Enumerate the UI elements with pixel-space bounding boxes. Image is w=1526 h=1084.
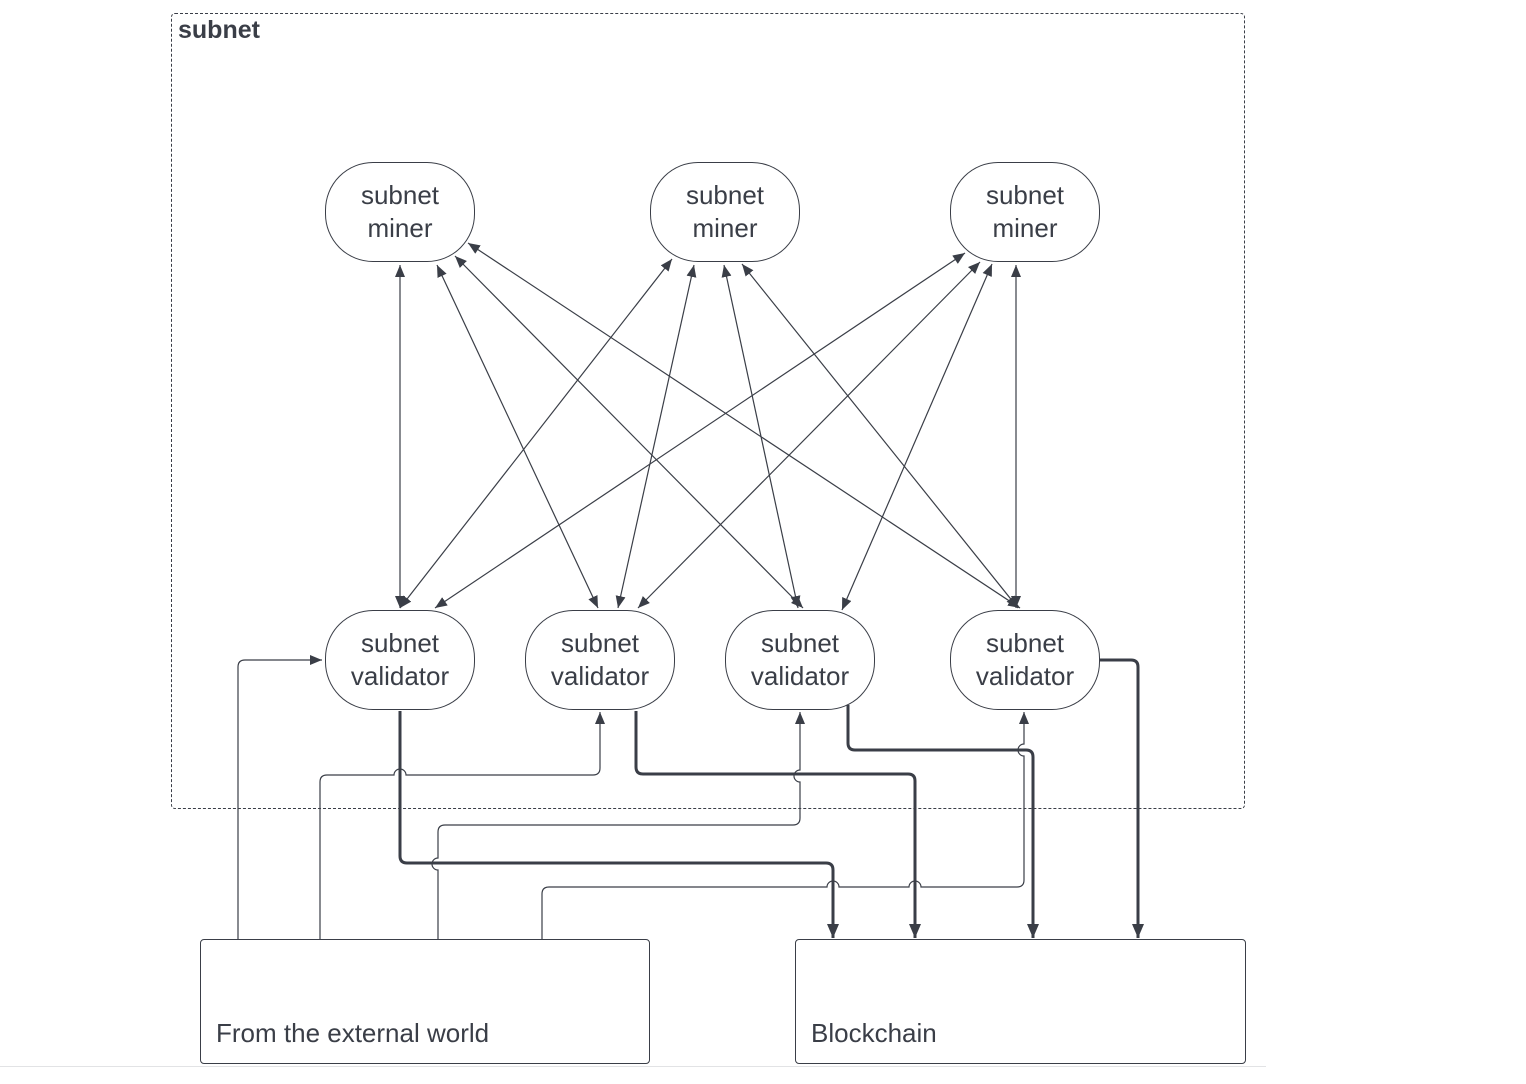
link-m2-v4	[741, 263, 1019, 609]
miner-label-line1: subnet	[685, 180, 765, 210]
external-world-box: From the external world	[200, 939, 650, 1064]
miner-label-line1: subnet	[985, 180, 1065, 210]
validator-label-line1: subnet	[360, 628, 440, 658]
output-validator-1	[398, 711, 839, 938]
validator-label-line2: validator	[750, 661, 850, 691]
validator-label-line2: validator	[975, 661, 1075, 691]
blockchain-label: Blockchain	[811, 1018, 937, 1048]
link-m2-v3	[721, 264, 801, 609]
miner-label-line2: miner	[367, 213, 433, 243]
validator-label-line2: validator	[550, 661, 650, 691]
validator-label-line1: subnet	[760, 628, 840, 658]
link-m1-v4	[467, 242, 1021, 609]
miner-node-2: subnet miner	[650, 162, 800, 262]
miner-node-3: subnet miner	[950, 162, 1100, 262]
input-to-validator-1	[237, 655, 322, 940]
validator-label-line1: subnet	[985, 628, 1065, 658]
bottom-divider	[0, 1066, 1266, 1067]
input-to-validator-4	[541, 712, 1029, 940]
validator-node-3: subnet validator	[725, 610, 875, 710]
validator-node-1: subnet validator	[325, 610, 475, 710]
subnet-title: subnet	[178, 16, 260, 44]
miner-label-line2: miner	[992, 213, 1058, 243]
validator-label-line1: subnet	[560, 628, 640, 658]
output-validator-3	[846, 705, 1039, 938]
miner-label-line2: miner	[692, 213, 758, 243]
link-m3-v3	[841, 263, 993, 611]
external-world-label: From the external world	[216, 1018, 490, 1048]
link-m1-v2	[436, 264, 599, 609]
link-m1-v3	[454, 255, 804, 609]
validator-label-line2: validator	[350, 661, 450, 691]
subnet-boundary	[171, 13, 1245, 809]
miner-node-1: subnet miner	[325, 162, 475, 262]
validator-node-2: subnet validator	[525, 610, 675, 710]
input-to-validator-3	[431, 712, 805, 940]
input-to-validator-2	[319, 712, 605, 940]
output-validator-2	[634, 711, 921, 938]
link-m2-v2	[615, 264, 697, 609]
validator-node-4: subnet validator	[950, 610, 1100, 710]
blockchain-box: Blockchain	[795, 939, 1246, 1064]
miner-label-line1: subnet	[360, 180, 440, 210]
output-validator-4	[1100, 658, 1144, 938]
link-m3-v2	[637, 261, 981, 609]
